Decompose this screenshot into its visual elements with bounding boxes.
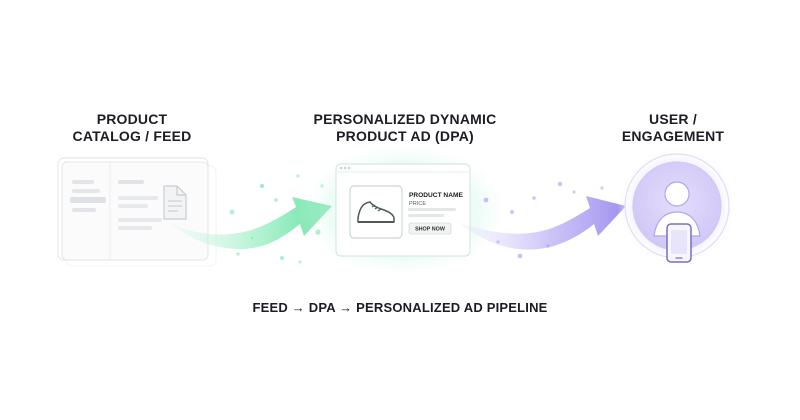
catalog-heading-line1: PRODUCT	[96, 111, 168, 127]
shop-now-button[interactable]: SHOP NOW	[408, 222, 452, 235]
catalog-heading: PRODUCT CATALOG / FEED	[52, 111, 212, 145]
shop-now-label: SHOP NOW	[415, 227, 446, 233]
product-name-label: PRODUCT NAME	[409, 192, 463, 199]
arrow-right-icon	[458, 196, 626, 250]
user-heading-line1: USER /	[649, 111, 697, 127]
user-heading: USER / ENGAGEMENT	[598, 111, 748, 145]
arrow-right-icon	[168, 197, 332, 249]
catalog-heading-line2: CATALOG / FEED	[72, 128, 192, 144]
dpa-heading-line1: PERSONALIZED DYNAMIC	[313, 111, 497, 127]
phone-icon	[666, 223, 692, 263]
dpa-ad-card	[335, 163, 471, 257]
pipeline-caption: FEED → DPA → PERSONALIZED AD PIPELINE	[252, 300, 548, 315]
price-label: PRICE	[409, 201, 426, 207]
dpa-heading: PERSONALIZED DYNAMIC PRODUCT AD (DPA)	[290, 111, 520, 145]
purple-particles	[483, 181, 604, 259]
sneaker-icon	[357, 201, 395, 223]
user-heading-line2: ENGAGEMENT	[621, 128, 725, 144]
catalog-window	[57, 157, 217, 267]
dpa-heading-line2: PRODUCT AD (DPA)	[336, 128, 474, 144]
document-icon	[163, 185, 187, 220]
